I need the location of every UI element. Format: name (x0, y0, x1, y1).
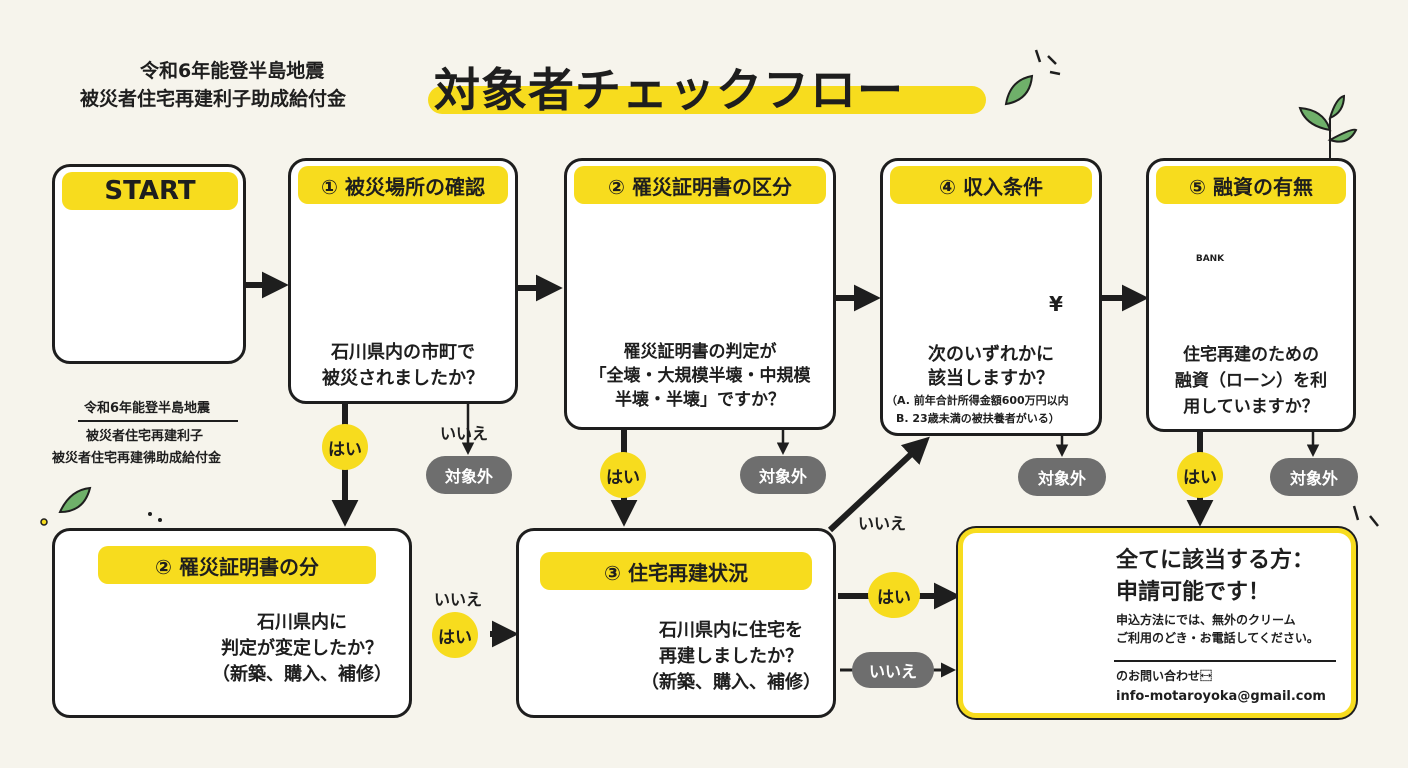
result-contact-label: のお問い合わせ⿾ (1116, 669, 1213, 683)
step-certificate-question-1: 罹災証明書の判定が (623, 342, 777, 362)
yen-symbol: ¥ (1049, 292, 1063, 316)
step-certificate2-title: ② 罹災証明書の分 (98, 546, 376, 584)
side-note-line-1: 令和6年能登半島地震 (84, 401, 211, 416)
step-income-condition-a: （A. 前年合計所得金額600万円以内 (886, 394, 1069, 407)
step-certificate-question-3: 半壊・半壊」ですか？ (615, 390, 785, 410)
yes-badge-certificate: はい (600, 452, 646, 498)
step-income-question-1: 次のいずれかに (928, 344, 1054, 365)
yes-badge-certificate2: はい (432, 612, 478, 658)
step-loan-question-3: 用していますか？ (1183, 397, 1319, 417)
step-certificate2-question-2: 判定が変定したか？ (221, 638, 383, 659)
not-eligible-income: 対象外 (1018, 458, 1106, 496)
step-rebuild-question-1: 石川県内に住宅を (659, 620, 803, 641)
result-body-1: 申込方法にでは、無外のクリーム (1116, 613, 1296, 627)
yes-badge-location: はい (322, 424, 368, 470)
result-box (958, 528, 1356, 718)
header-subtitle-1: 令和6年能登半島地震 (140, 60, 325, 82)
result-headline-2: 申請可能です！ (1116, 580, 1271, 605)
step-rebuild-question-3: （新築、購入、補修） (641, 672, 821, 693)
page-title: 対象者チェックフロー (434, 63, 904, 117)
leaf-decoration-icon (40, 49, 1379, 527)
side-note-line-2: 被災者住宅再建利子 (86, 429, 204, 444)
step-income-title: ④ 収入条件 (890, 166, 1092, 204)
no-label-rebuild-diagonal: いいえ (858, 514, 907, 533)
start-label: START (62, 172, 238, 210)
step-income-condition-b: B. 23歳未満の被扶養者がいる） (896, 412, 1060, 425)
step-income-question-2: 該当しますか？ (928, 368, 1054, 389)
step-rebuild-title: ③ 住宅再建状況 (540, 552, 812, 590)
no-label-location: いいえ (440, 424, 489, 443)
side-note-divider (78, 420, 238, 422)
not-eligible-location: 対象外 (426, 456, 512, 494)
yes-badge-rebuild: はい (868, 572, 920, 618)
step-location-title: ① 被災場所の確認 (298, 166, 508, 204)
step-certificate2-question-1: 石川県内に (257, 612, 347, 633)
result-email[interactable]: info-motaroyoka@gmail.com (1116, 689, 1326, 704)
step-certificate-title: ② 罹災証明書の区分 (574, 166, 826, 204)
no-label-certificate2: いいえ (434, 590, 483, 609)
arrow-rebuild-to-income (827, 436, 930, 533)
not-eligible-certificate: 対象外 (740, 456, 826, 494)
result-body-2: ご利用のどき・お電話してください。 (1116, 631, 1319, 645)
no-badge-rebuild: いいえ (852, 652, 934, 688)
result-divider (1114, 660, 1336, 662)
step-income-box (880, 158, 1102, 436)
step-rebuild-question-2: 再建しましたか？ (659, 646, 803, 667)
step-loan-title: ⑤ 融資の有無 (1156, 166, 1346, 204)
step-loan-question-1: 住宅再建のための (1183, 345, 1319, 365)
side-note-line-3: 被災者住宅再建彿助成給付金 (52, 451, 222, 466)
yes-badge-loan: はい (1177, 452, 1223, 498)
step-location-question-2: 被災されましたか？ (322, 368, 484, 389)
not-eligible-loan: 対象外 (1270, 458, 1358, 496)
step-certificate-question-2: 「全壊・大規模半壊・中規模 (589, 366, 811, 386)
title-highlight (428, 86, 986, 114)
header-subtitle-2: 被災者住宅再建利子助成給付金 (80, 88, 347, 110)
step-loan-question-2: 融資（ローン）を利 (1174, 371, 1328, 391)
result-headline-1: 全てに該当する方： (1116, 548, 1315, 573)
step-location-question-1: 石川県内の市町で (331, 342, 475, 363)
step-certificate2-question-3: （新築、購入、補修） (212, 664, 392, 685)
bank-sign: BANK (1195, 254, 1225, 264)
